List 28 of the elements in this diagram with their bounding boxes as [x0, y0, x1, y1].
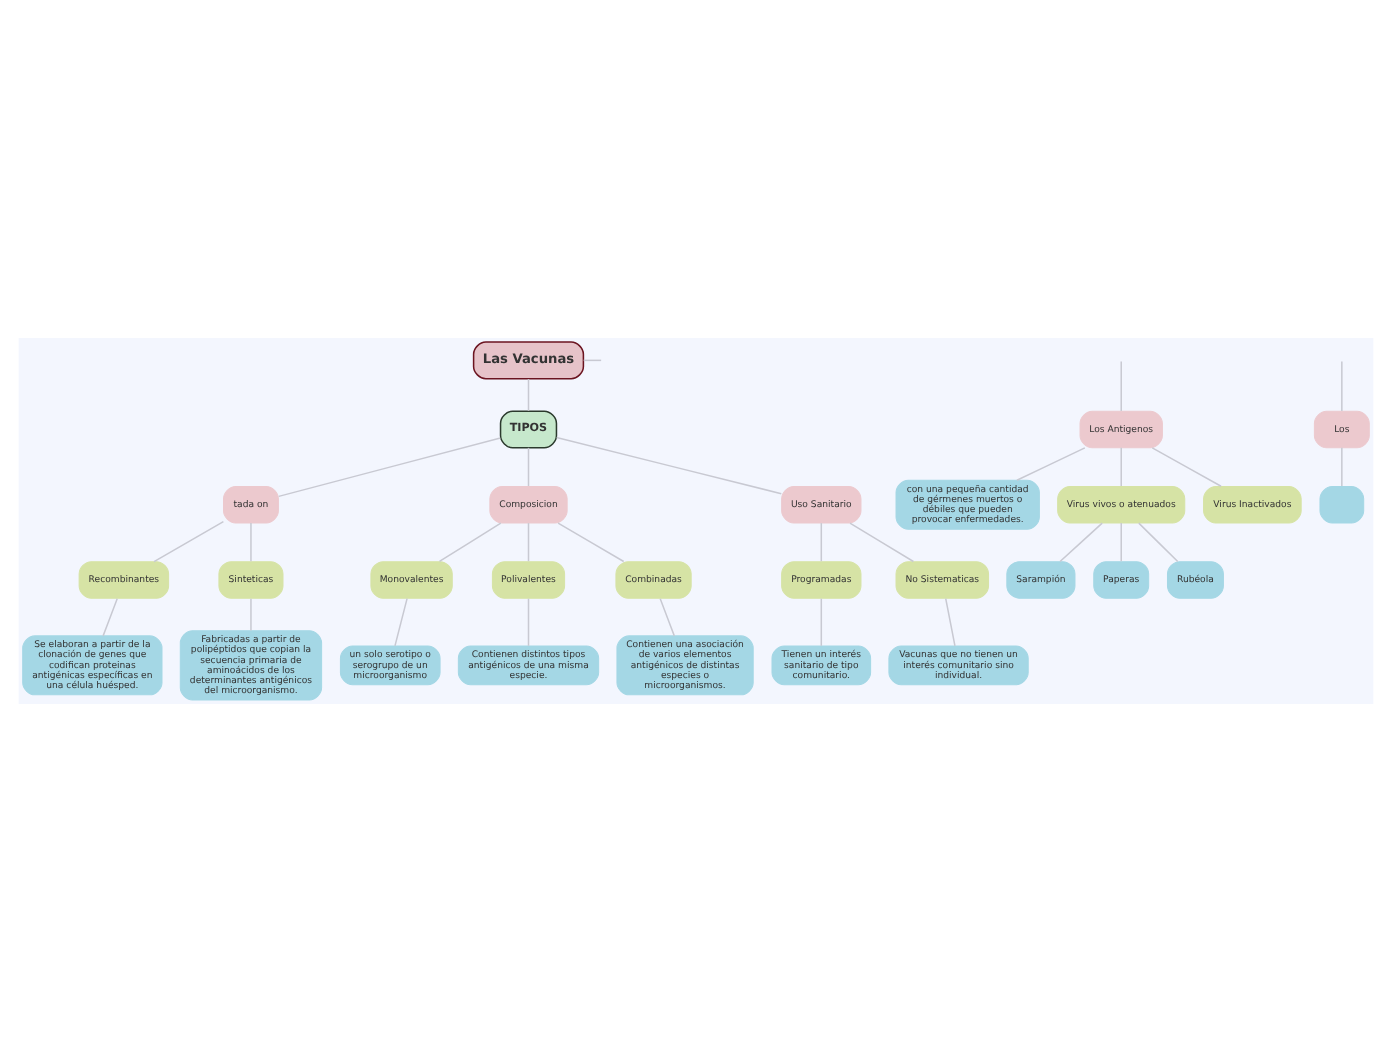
connector [102, 596, 118, 636]
connector [250, 596, 252, 631]
connector [527, 446, 530, 486]
connector [820, 521, 823, 561]
connector [944, 596, 956, 646]
connector [1016, 446, 1086, 481]
connector [557, 521, 625, 562]
connector [1059, 521, 1103, 562]
connector [1151, 446, 1222, 486]
connector [1341, 359, 1343, 411]
connector [527, 377, 530, 411]
connector [394, 596, 408, 646]
connector [1138, 521, 1179, 562]
connector [1120, 446, 1122, 486]
node-box [1319, 484, 1365, 523]
connector [1120, 359, 1122, 411]
connector [820, 596, 823, 646]
connector [438, 521, 502, 562]
connector [153, 519, 225, 562]
connector [849, 521, 915, 562]
connector [555, 435, 783, 494]
connector [278, 436, 502, 497]
connector [527, 521, 530, 561]
connector [1120, 521, 1122, 561]
connector [250, 521, 252, 561]
connector [527, 596, 530, 646]
connector [1341, 446, 1343, 486]
connector [659, 596, 676, 636]
